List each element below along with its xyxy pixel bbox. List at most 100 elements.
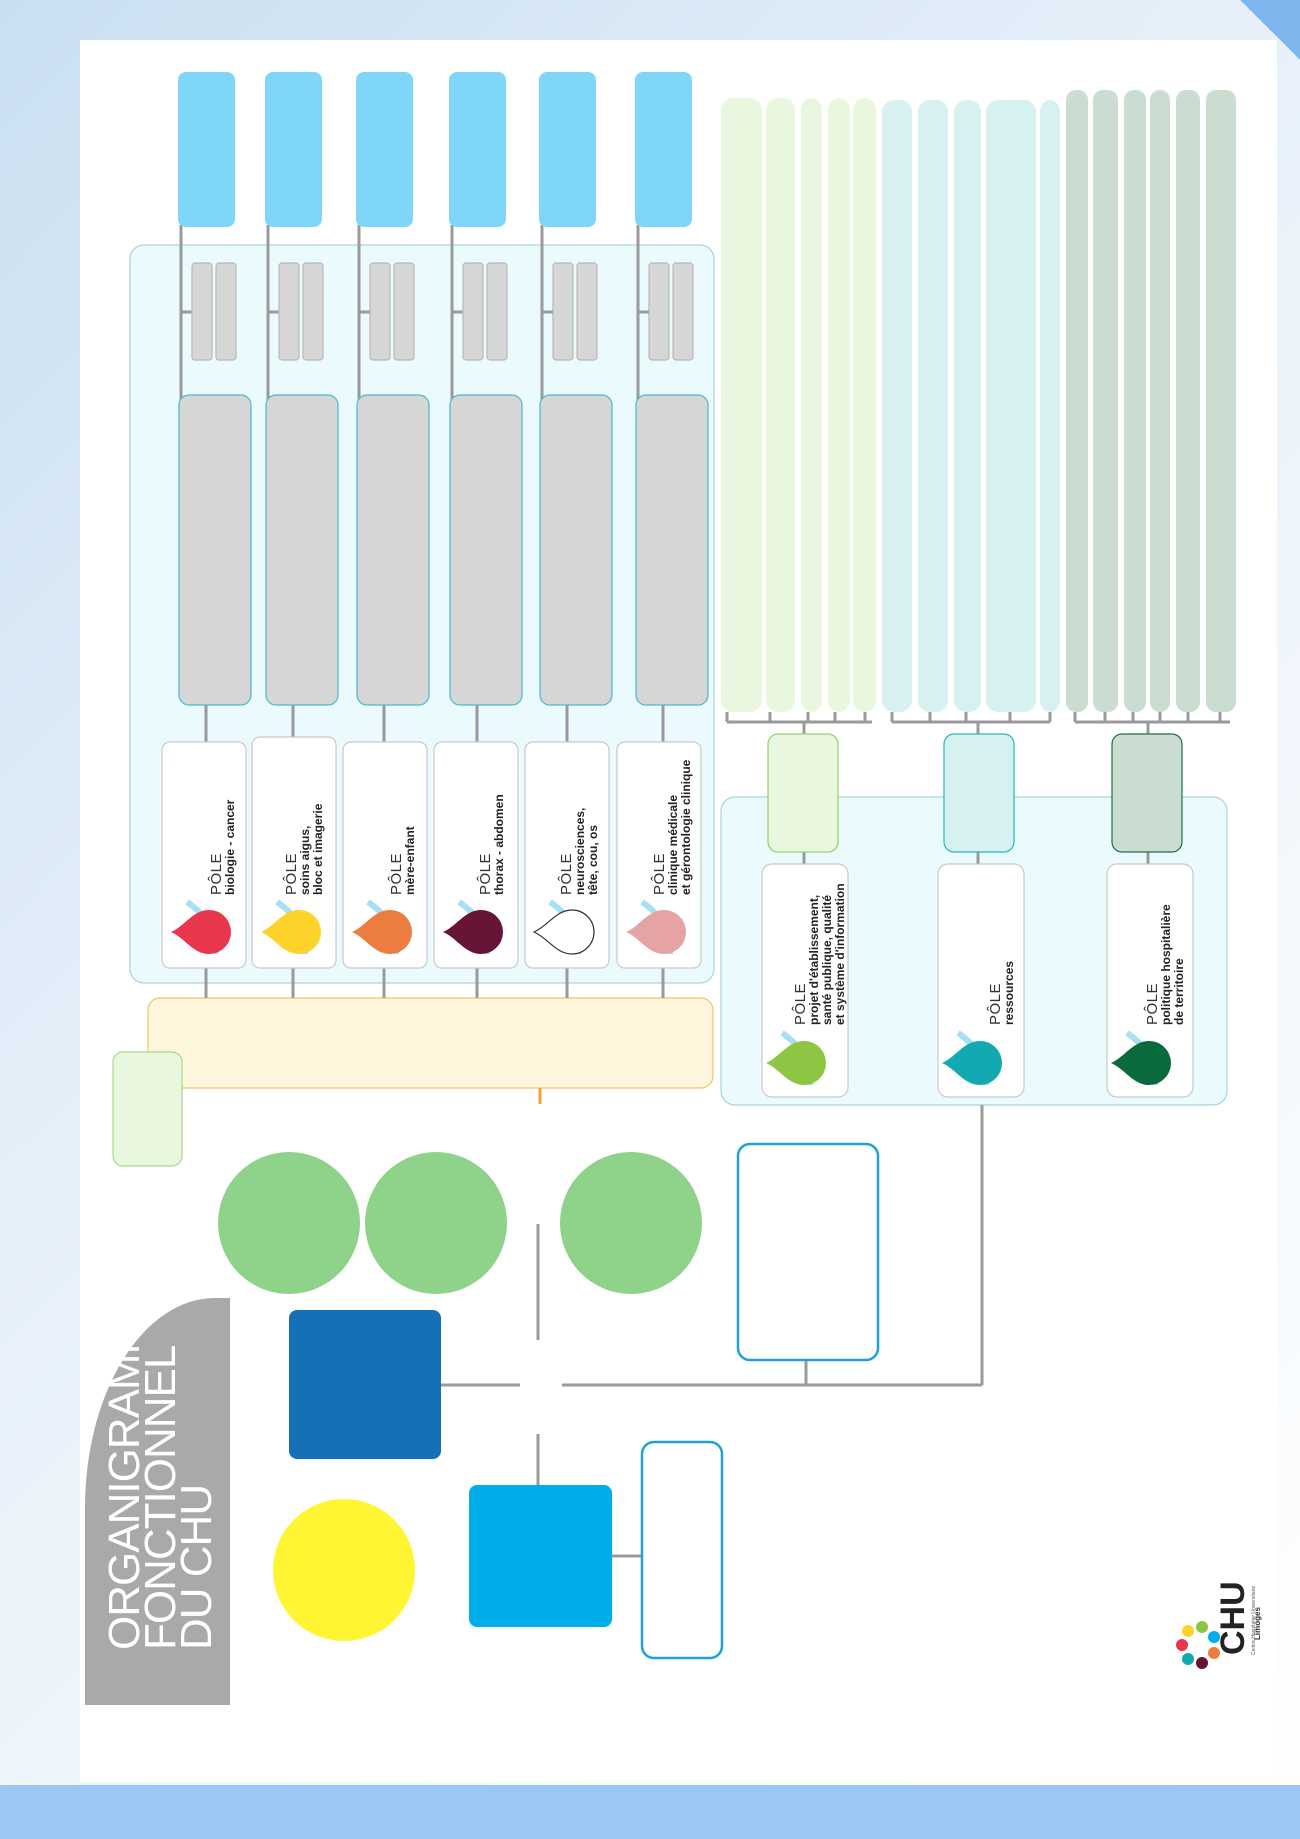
pole-word: PÔLE [792, 982, 809, 1025]
logo-petal [1196, 1657, 1208, 1669]
pole-card [937, 863, 1025, 1098]
drop-icon [942, 1041, 1002, 1085]
chu-flower-logo-icon [1176, 1621, 1220, 1669]
pole-word: PÔLE [558, 852, 575, 895]
service-column-top [449, 72, 506, 227]
drop-icon [352, 910, 412, 954]
drop-icon [261, 910, 321, 954]
pole-drop-icon [443, 899, 503, 955]
pole-word: PÔLE [651, 852, 668, 895]
pole-word: PÔLE [208, 852, 225, 895]
department-box [449, 394, 523, 706]
unit-box [393, 262, 415, 361]
page-title: ORGANIGRAMME FONCTIONNEL DU CHU [100, 1290, 221, 1650]
pole-drop-icon [261, 899, 321, 955]
logo-petal [1182, 1625, 1194, 1637]
pole-name-line: bloc et imagerie [311, 803, 325, 895]
department-box [178, 394, 252, 706]
governance-square [289, 1310, 441, 1459]
drop-icon [171, 910, 231, 954]
service-column-top [178, 72, 235, 227]
pole-name-line: de territoire [1172, 958, 1186, 1025]
service-column-top [356, 72, 413, 227]
support-column [721, 98, 762, 712]
support-column [1093, 90, 1118, 712]
support-unit-box [943, 733, 1015, 853]
pole-card [761, 863, 849, 1098]
support-column [766, 98, 795, 712]
pole-drop-icon [352, 899, 412, 955]
unit-box [648, 262, 670, 361]
pole-card [251, 736, 337, 969]
drop-icon [626, 910, 686, 954]
unit-box [576, 262, 598, 361]
governance-square [469, 1485, 612, 1627]
pole-name-line: et gérontologie clinique [679, 759, 693, 895]
unit-box [278, 262, 300, 361]
pole-word: PÔLE [477, 852, 494, 895]
support-column [1176, 90, 1200, 712]
pole-card [524, 741, 610, 969]
support-column [1066, 90, 1088, 712]
logo-city-wrap: Limoges [1245, 1607, 1264, 1640]
service-column-top [539, 72, 596, 227]
service-column-top [635, 72, 692, 227]
support-column [954, 100, 981, 712]
pole-card [161, 741, 247, 969]
drop-icon [443, 910, 503, 954]
green-circle [560, 1152, 702, 1294]
support-column [882, 100, 912, 712]
yellow-circle [273, 1499, 415, 1641]
pole-word: PÔLE [283, 852, 300, 895]
support-column [918, 100, 948, 712]
unit-box [672, 262, 694, 361]
outline-box [640, 1440, 724, 1660]
department-box [539, 394, 613, 706]
pole-word: PÔLE [1144, 982, 1161, 1025]
pole-name-line: biologie - cancer [223, 799, 237, 895]
department-box [635, 394, 709, 706]
support-column [1124, 90, 1146, 712]
support-column [1150, 90, 1170, 712]
pole-drop-icon [171, 899, 231, 955]
support-column [986, 100, 1036, 712]
drop-icon [766, 1041, 826, 1085]
drop-icon [532, 909, 595, 955]
support-column [828, 98, 850, 712]
pole-name-line: mère-enfant [403, 826, 417, 895]
pole-drop-icon [532, 899, 595, 955]
pole-card [1106, 863, 1194, 1098]
logo-petal [1182, 1653, 1194, 1665]
logo-petal [1208, 1647, 1220, 1659]
green-circle [218, 1152, 360, 1294]
bottom-band [0, 1785, 1300, 1839]
drop-icon [1111, 1041, 1171, 1085]
pole-drop-icon [1111, 1030, 1171, 1086]
department-box [265, 394, 339, 706]
corner-decoration [1240, 0, 1300, 60]
pole-name-line: ressources [1002, 960, 1016, 1025]
unit-box [191, 262, 213, 361]
department-box [356, 394, 430, 706]
service-column-top [265, 72, 322, 227]
pole-card [433, 741, 519, 969]
pole-word: PÔLE [987, 982, 1004, 1025]
unit-box [462, 262, 484, 361]
support-column [1040, 100, 1060, 712]
logo-petal [1176, 1639, 1188, 1651]
logo-petal [1208, 1631, 1220, 1643]
green-circle [365, 1152, 507, 1294]
unit-box [302, 262, 324, 361]
pole-drop-icon [942, 1030, 1002, 1086]
unit-box [369, 262, 391, 361]
